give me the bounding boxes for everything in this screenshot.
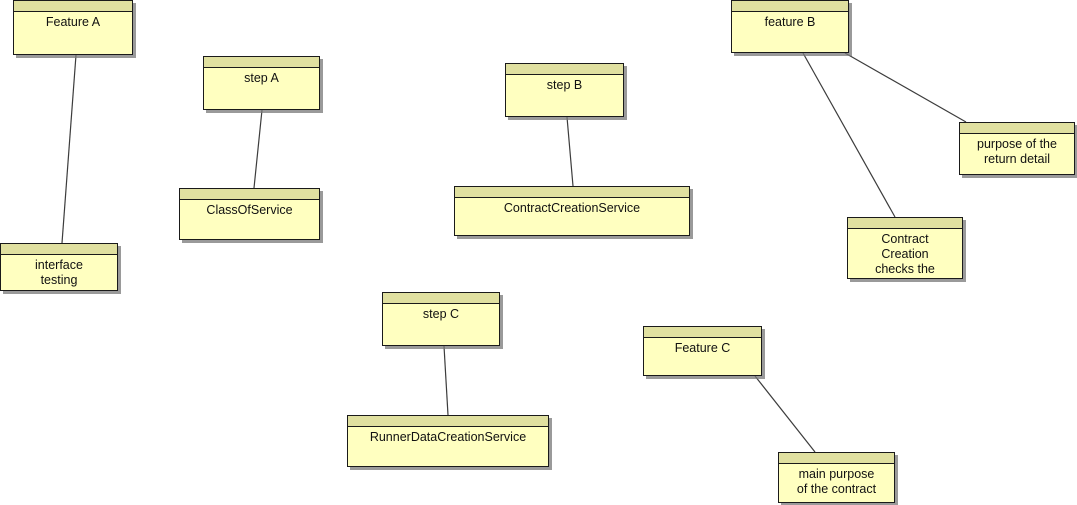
node-main-purpose-of-contract[interactable]: main purpose of the contract	[778, 452, 895, 503]
node-label-contract-creation-service: ContractCreationService	[503, 201, 641, 215]
node-label-class-of-service: ClassOfService	[206, 203, 293, 217]
node-label-purpose-of-return-detail: purpose of the return detail	[977, 137, 1057, 166]
node-header-feature-b	[732, 1, 848, 12]
node-header-interface-testing	[1, 244, 117, 255]
connector-line[interactable]	[253, 109, 263, 189]
node-label-main-purpose-of-contract: main purpose of the contract	[796, 467, 877, 496]
connector-line[interactable]	[443, 345, 449, 416]
node-label-step-c: step C	[422, 307, 460, 321]
node-label-step-a: step A	[244, 71, 279, 85]
node-label-feature-a: Feature A	[45, 15, 101, 29]
node-label-runner-data-creation-service: RunnerDataCreationService	[369, 430, 527, 444]
node-label-feature-b: feature B	[764, 15, 816, 29]
node-header-feature-c	[644, 327, 761, 338]
node-header-feature-a	[14, 1, 132, 12]
node-contract-creation-service[interactable]: ContractCreationService	[454, 186, 690, 236]
node-label-feature-c: Feature C	[674, 341, 731, 355]
node-feature-b[interactable]: feature B	[731, 0, 849, 53]
node-feature-a[interactable]: Feature A	[13, 0, 133, 55]
node-header-contract-creation-checks	[848, 218, 962, 229]
node-label-interface-testing: interface testing	[35, 258, 83, 287]
node-runner-data-creation-service[interactable]: RunnerDataCreationService	[347, 415, 549, 467]
node-header-runner-data-creation-service	[348, 416, 548, 427]
node-header-main-purpose-of-contract	[779, 453, 894, 464]
node-label-contract-creation-checks: Contract Creation checks the	[875, 232, 935, 276]
node-header-step-a	[204, 57, 319, 68]
node-header-contract-creation-service	[455, 187, 689, 198]
node-purpose-of-return-detail[interactable]: purpose of the return detail	[959, 122, 1075, 175]
connector-line[interactable]	[802, 52, 896, 218]
node-header-purpose-of-return-detail	[960, 123, 1074, 134]
node-step-a[interactable]: step A	[203, 56, 320, 110]
node-step-c[interactable]: step C	[382, 292, 500, 346]
node-contract-creation-checks[interactable]: Contract Creation checks the	[847, 217, 963, 279]
node-header-class-of-service	[180, 189, 319, 200]
node-header-step-c	[383, 293, 499, 304]
node-label-step-b: step B	[546, 78, 583, 92]
connector-line[interactable]	[754, 375, 816, 453]
node-header-step-b	[506, 64, 623, 75]
connector-line[interactable]	[844, 52, 967, 123]
node-feature-c[interactable]: Feature C	[643, 326, 762, 376]
node-class-of-service[interactable]: ClassOfService	[179, 188, 320, 240]
node-step-b[interactable]: step B	[505, 63, 624, 117]
connector-line[interactable]	[61, 54, 77, 244]
connector-line[interactable]	[566, 116, 574, 187]
node-interface-testing[interactable]: interface testing	[0, 243, 118, 291]
